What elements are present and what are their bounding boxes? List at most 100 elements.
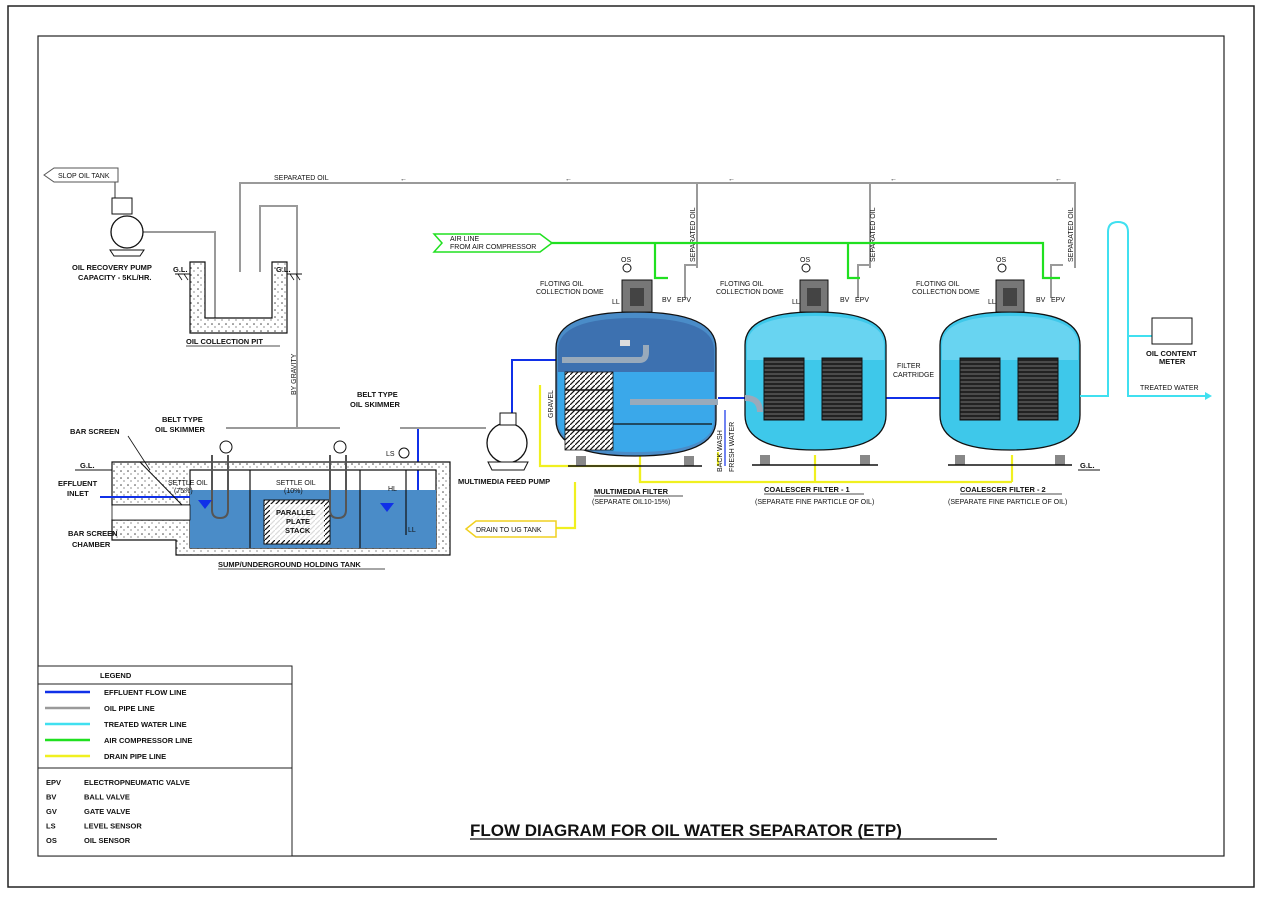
ll-label-3: LL [988, 299, 996, 306]
epv-label-2: EPV [855, 297, 869, 304]
parallel-plate-label: PARALLEL [276, 508, 316, 517]
coalescer-filter-2-sublabel: (SEPARATE FINE PARTICLE OF OIL) [948, 499, 1067, 506]
oil-skimmer-label-2: OIL SKIMMER [350, 400, 400, 409]
svg-text:←: ← [400, 176, 407, 183]
ll-label-2: LL [792, 299, 800, 306]
settle-oil-10-label: SETTLE OIL [276, 480, 316, 487]
oil-sensor-icon [622, 263, 632, 273]
gl-label-pit-left: G.L. [173, 265, 188, 274]
svg-text:←: ← [565, 176, 572, 183]
sump-tank-label: SUMP/UNDERGROUND HOLDING TANK [218, 560, 361, 569]
oil-return-lines [114, 176, 1076, 429]
os-label-3: OS [996, 257, 1006, 264]
coalescer-filter-1-label: COALESCER FILTER - 1 [764, 485, 850, 494]
oil-content-meter-label-2: METER [1159, 357, 1186, 366]
separated-oil-vertical-3: SEPARATED OIL [1068, 207, 1075, 262]
epv-label-3: EPV [1051, 297, 1065, 304]
multimedia-filter-sublabel: (SEPARATE OIL10-15%) [592, 499, 670, 506]
floting-oil-dome-label-2: COLLECTION DOME [716, 289, 784, 296]
gl-label-left: G.L. [80, 461, 95, 470]
filter-cartridge-label-2: CARTRIDGE [893, 372, 934, 379]
oil-recovery-pump [109, 197, 145, 257]
oil-recovery-pump-capacity: CAPACITY - 5KL/HR. [78, 273, 151, 282]
oil-flow-arrows: ← ← ← ← ← [400, 176, 1062, 183]
separated-oil-label: SEPARATED OIL [274, 175, 329, 182]
air-line-arrow [432, 233, 554, 253]
bar-screen-label: BAR SCREEN [70, 427, 120, 436]
epv-label-1: EPV [677, 297, 691, 304]
floting-oil-label-2: FLOTING OIL [720, 281, 764, 288]
legend-abbr-meaning: BALL VALVE [84, 793, 130, 802]
oil-collection-pit-label: OIL COLLECTION PIT [186, 337, 263, 346]
oil-sensor-icon [801, 263, 811, 273]
svg-text:←: ← [728, 176, 735, 183]
air-line-label: AIR LINE [450, 236, 480, 243]
legend-abbr-meaning: ELECTROPNEUMATIC VALVE [84, 778, 190, 787]
sump-underground-tank [100, 440, 451, 556]
os-label-2: OS [800, 257, 810, 264]
legend-line-label: OIL PIPE LINE [104, 704, 155, 713]
slop-oil-tank-label: SLOP OIL TANK [58, 173, 110, 180]
floting-oil-label-3: FLOTING OIL [916, 281, 960, 288]
slop-oil-tank-arrow: SLOP OIL TANK [43, 167, 119, 183]
bv-label-1: BV [662, 297, 672, 304]
coalescer-filter-1-vessel [744, 311, 887, 466]
gl-label-pit-right: G.L. [276, 265, 291, 274]
ll-label-1: LL [612, 299, 620, 306]
multimedia-filter-dome [621, 263, 653, 313]
svg-text:←: ← [1055, 176, 1062, 183]
air-line-source: FROM AIR COMPRESSOR [450, 244, 536, 251]
legend-abbr-code: OS [46, 836, 57, 845]
multimedia-feed-pump-label: MULTIMEDIA FEED PUMP [458, 477, 550, 486]
effluent-inlet-label: EFFLUENT [58, 479, 98, 488]
air-compressor-line [550, 241, 1060, 280]
outer-border [7, 5, 1255, 888]
svg-text:←: ← [890, 176, 897, 183]
legend-abbr-meaning: GATE VALVE [84, 807, 130, 816]
treated-water-label: TREATED WATER [1140, 385, 1199, 392]
settle-oil-10-pct: (10%) [284, 488, 303, 495]
legend-line-label: TREATED WATER LINE [104, 720, 187, 729]
oil-sensor-icon [997, 263, 1007, 273]
legend-line-label: DRAIN PIPE LINE [104, 752, 166, 761]
back-wash-label: BACK WASH [717, 430, 724, 472]
oil-collection-pit [175, 261, 302, 334]
belt-type-label-1: BELT TYPE [162, 415, 203, 424]
separated-oil-vertical-1: SEPARATED OIL [690, 207, 697, 262]
parallel-plate-label-3: STACK [285, 526, 311, 535]
legend-line-label: AIR COMPRESSOR LINE [104, 736, 192, 745]
bv-label-3: BV [1036, 297, 1046, 304]
parallel-plate-label-2: PLATE [286, 517, 310, 526]
legend-abbr-meaning: LEVEL SENSOR [84, 822, 142, 831]
multimedia-filter-label: MULTIMEDIA FILTER [594, 487, 669, 496]
ls-label: LS [386, 451, 395, 458]
settle-oil-75-label: SETTLE OIL [168, 480, 208, 487]
drain-to-ug-tank-arrow [464, 520, 557, 538]
ll-label-sump: LL [408, 527, 416, 534]
multimedia-filter-vessel [555, 311, 718, 467]
floting-oil-label-1: FLOTING OIL [540, 281, 584, 288]
gl-label-right: G.L. [1080, 461, 1095, 470]
by-gravity-label: BY GRAVITY [291, 353, 298, 395]
treated-water-arrow [1205, 392, 1212, 400]
bar-screen-chamber-label-2: CHAMBER [72, 540, 111, 549]
floting-oil-dome-label-3: COLLECTION DOME [912, 289, 980, 296]
os-label-1: OS [621, 257, 631, 264]
bar-screen-chamber-label: BAR SCREEN [68, 529, 118, 538]
multimedia-feed-pump [400, 412, 529, 471]
oil-skimmer-label-1: OIL SKIMMER [155, 425, 205, 434]
coalescer-filter-1-dome [799, 263, 829, 313]
legend-line-label: EFFLUENT FLOW LINE [104, 688, 187, 697]
gravel-label: GRAVEL [548, 390, 555, 418]
legend-abbr-code: GV [46, 807, 57, 816]
hl-label: HL [388, 486, 397, 493]
settle-oil-75-pct: (75%) [174, 488, 193, 495]
effluent-inlet-label-2: INLET [67, 489, 89, 498]
belt-type-label-2: BELT TYPE [357, 390, 398, 399]
floting-oil-dome-label-1: COLLECTION DOME [536, 289, 604, 296]
legend-abbr-code: BV [46, 793, 56, 802]
drain-to-ug-tank-label: DRAIN TO UG TANK [476, 527, 542, 534]
